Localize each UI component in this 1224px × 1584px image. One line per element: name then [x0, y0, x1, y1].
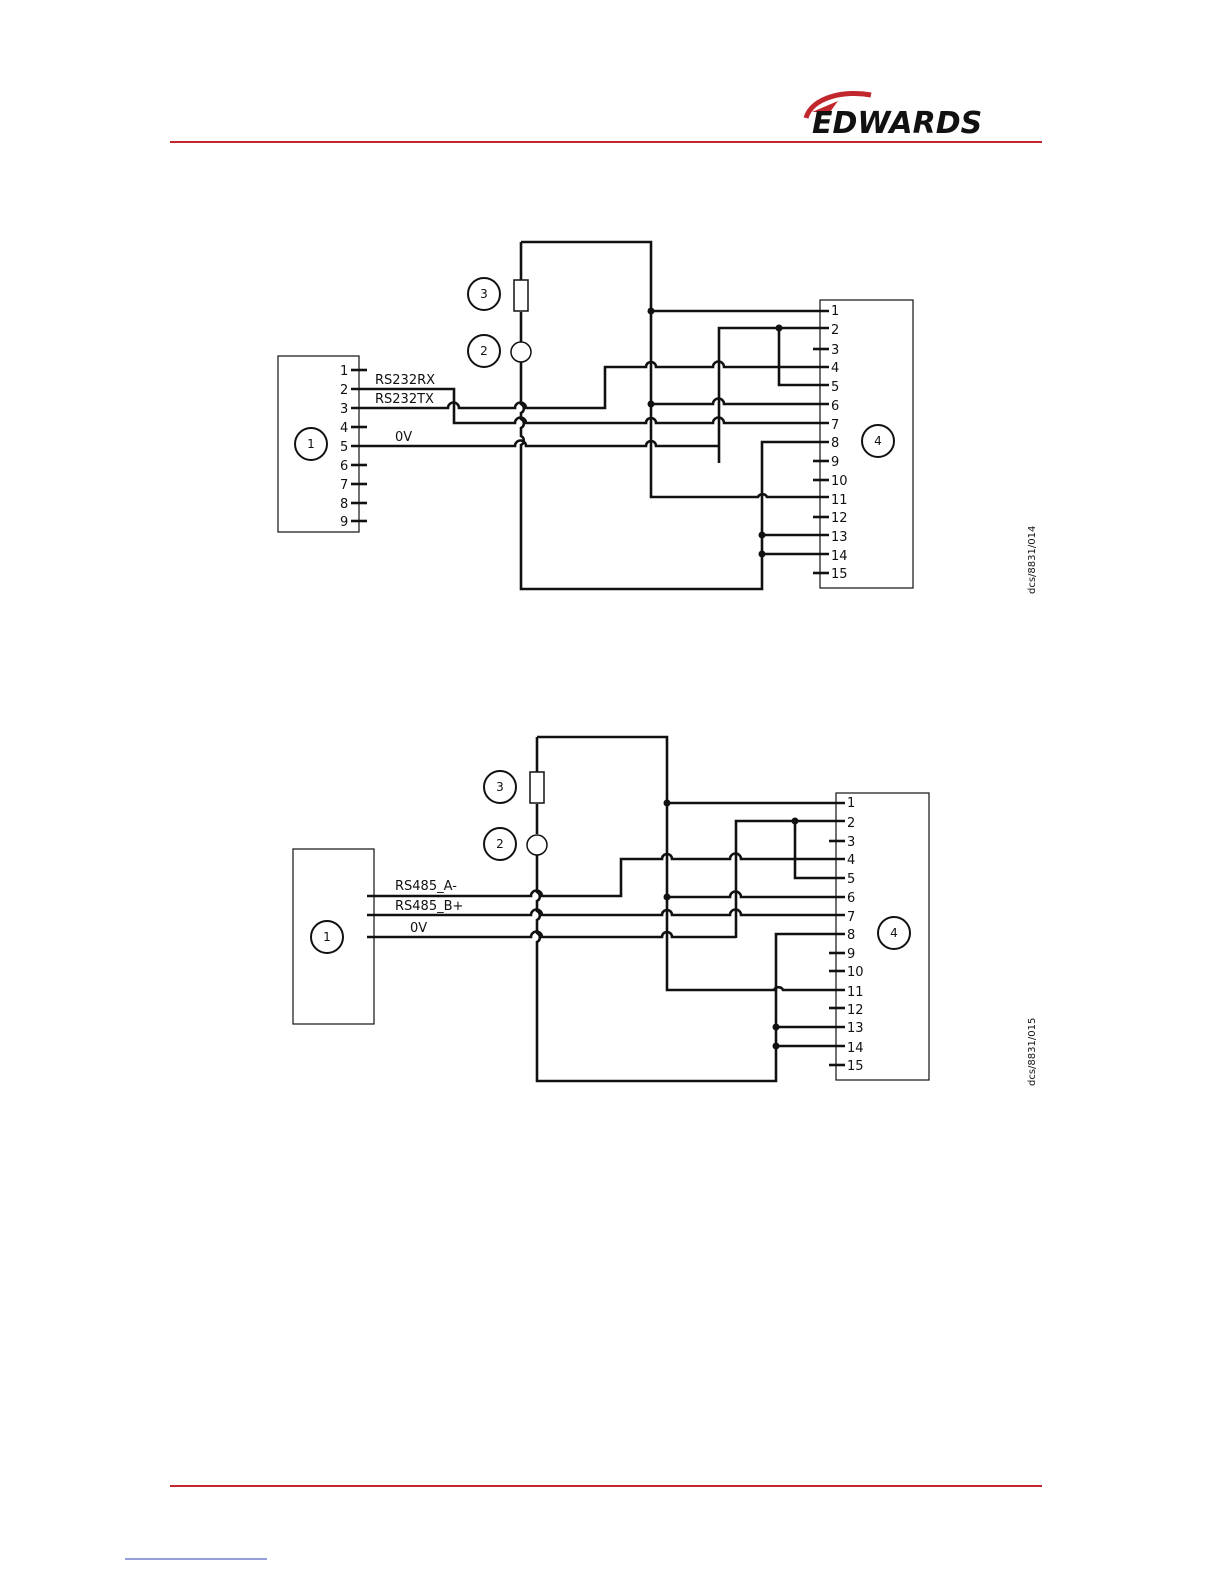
- signal-label-b: RS485_B+: [395, 899, 463, 914]
- drawing-reference: dcs/8831/014: [1027, 526, 1038, 594]
- pin-label: 1: [831, 304, 839, 319]
- callout-1: 1: [311, 921, 343, 953]
- pin-label: 5: [831, 380, 839, 395]
- pin-label: 15: [847, 1059, 864, 1074]
- pin-label: 10: [847, 965, 864, 980]
- pin-label: 7: [340, 478, 348, 493]
- svg-text:1: 1: [307, 437, 315, 451]
- pin-label: 6: [847, 891, 855, 906]
- pin-label: 7: [847, 910, 855, 925]
- callout-3: 3: [468, 278, 500, 310]
- pin-label: 6: [340, 459, 348, 474]
- signal-label-rx: RS232RX: [375, 373, 435, 388]
- pin-label: 13: [831, 530, 848, 545]
- signal-label-0v: 0V: [395, 430, 412, 445]
- resistor-symbol: [514, 280, 528, 311]
- pin-label: 9: [847, 947, 855, 962]
- callout-2: 2: [468, 335, 500, 367]
- resistor-symbol: [530, 772, 544, 803]
- wires: [351, 242, 829, 589]
- callout-4: 4: [878, 917, 910, 949]
- rs232-wiring-diagram: 1 2 3 4 5 6 7 8 9 1 2 3 4 5 6 7 8 9: [278, 242, 1038, 594]
- callout-1: 1: [295, 428, 327, 460]
- pin-label: 1: [340, 364, 348, 379]
- pin-label: 12: [831, 511, 848, 526]
- lamp-symbol: [527, 835, 547, 855]
- pin-label: 7: [831, 418, 839, 433]
- drawing-reference: dcs/8831/015: [1027, 1018, 1038, 1086]
- svg-text:2: 2: [480, 344, 488, 358]
- pin-label: 5: [847, 872, 855, 887]
- pin-label: 8: [847, 928, 855, 943]
- pin-label: 3: [847, 835, 855, 850]
- pin-label: 9: [831, 455, 839, 470]
- signal-label-a: RS485_A-: [395, 879, 457, 894]
- junction-dots: [664, 800, 799, 1050]
- pin-label: 4: [340, 421, 348, 436]
- rs485-wiring-diagram: 1 2 3 4 5 6 7 8 9 10 11 12 13 14 15: [293, 737, 1038, 1086]
- svg-text:4: 4: [890, 926, 898, 940]
- pin-label: 8: [831, 436, 839, 451]
- pin-label: 12: [847, 1003, 864, 1018]
- pin-label: 13: [847, 1021, 864, 1036]
- edwards-logo: EDWARDS: [806, 93, 982, 141]
- pin-label: 8: [340, 497, 348, 512]
- lamp-symbol: [511, 342, 531, 362]
- pin-label: 11: [831, 493, 848, 508]
- pin-label: 5: [340, 440, 348, 455]
- pin-label: 9: [340, 515, 348, 530]
- pin-label: 1: [847, 796, 855, 811]
- svg-text:4: 4: [874, 434, 882, 448]
- pin-label: 4: [847, 853, 855, 868]
- svg-text:1: 1: [323, 930, 331, 944]
- svg-text:3: 3: [480, 287, 488, 301]
- pin-label: 11: [847, 985, 864, 1000]
- pin-label: 6: [831, 399, 839, 414]
- pin-label: 4: [831, 361, 839, 376]
- signal-label-tx: RS232TX: [375, 392, 434, 407]
- pin-label: 10: [831, 474, 848, 489]
- pin-label: 14: [831, 549, 848, 564]
- svg-text:2: 2: [496, 837, 504, 851]
- pin-label: 15: [831, 567, 848, 582]
- callout-3: 3: [484, 771, 516, 803]
- pin-label: 3: [340, 402, 348, 417]
- pin-label: 2: [847, 816, 855, 831]
- callout-2: 2: [484, 828, 516, 860]
- pin-label: 2: [831, 323, 839, 338]
- pin-label: 2: [340, 383, 348, 398]
- pin-label: 14: [847, 1041, 864, 1056]
- callout-4: 4: [862, 425, 894, 457]
- signal-label-0v: 0V: [410, 921, 427, 936]
- logo-text: EDWARDS: [812, 106, 982, 141]
- pin-label: 3: [831, 343, 839, 358]
- svg-text:3: 3: [496, 780, 504, 794]
